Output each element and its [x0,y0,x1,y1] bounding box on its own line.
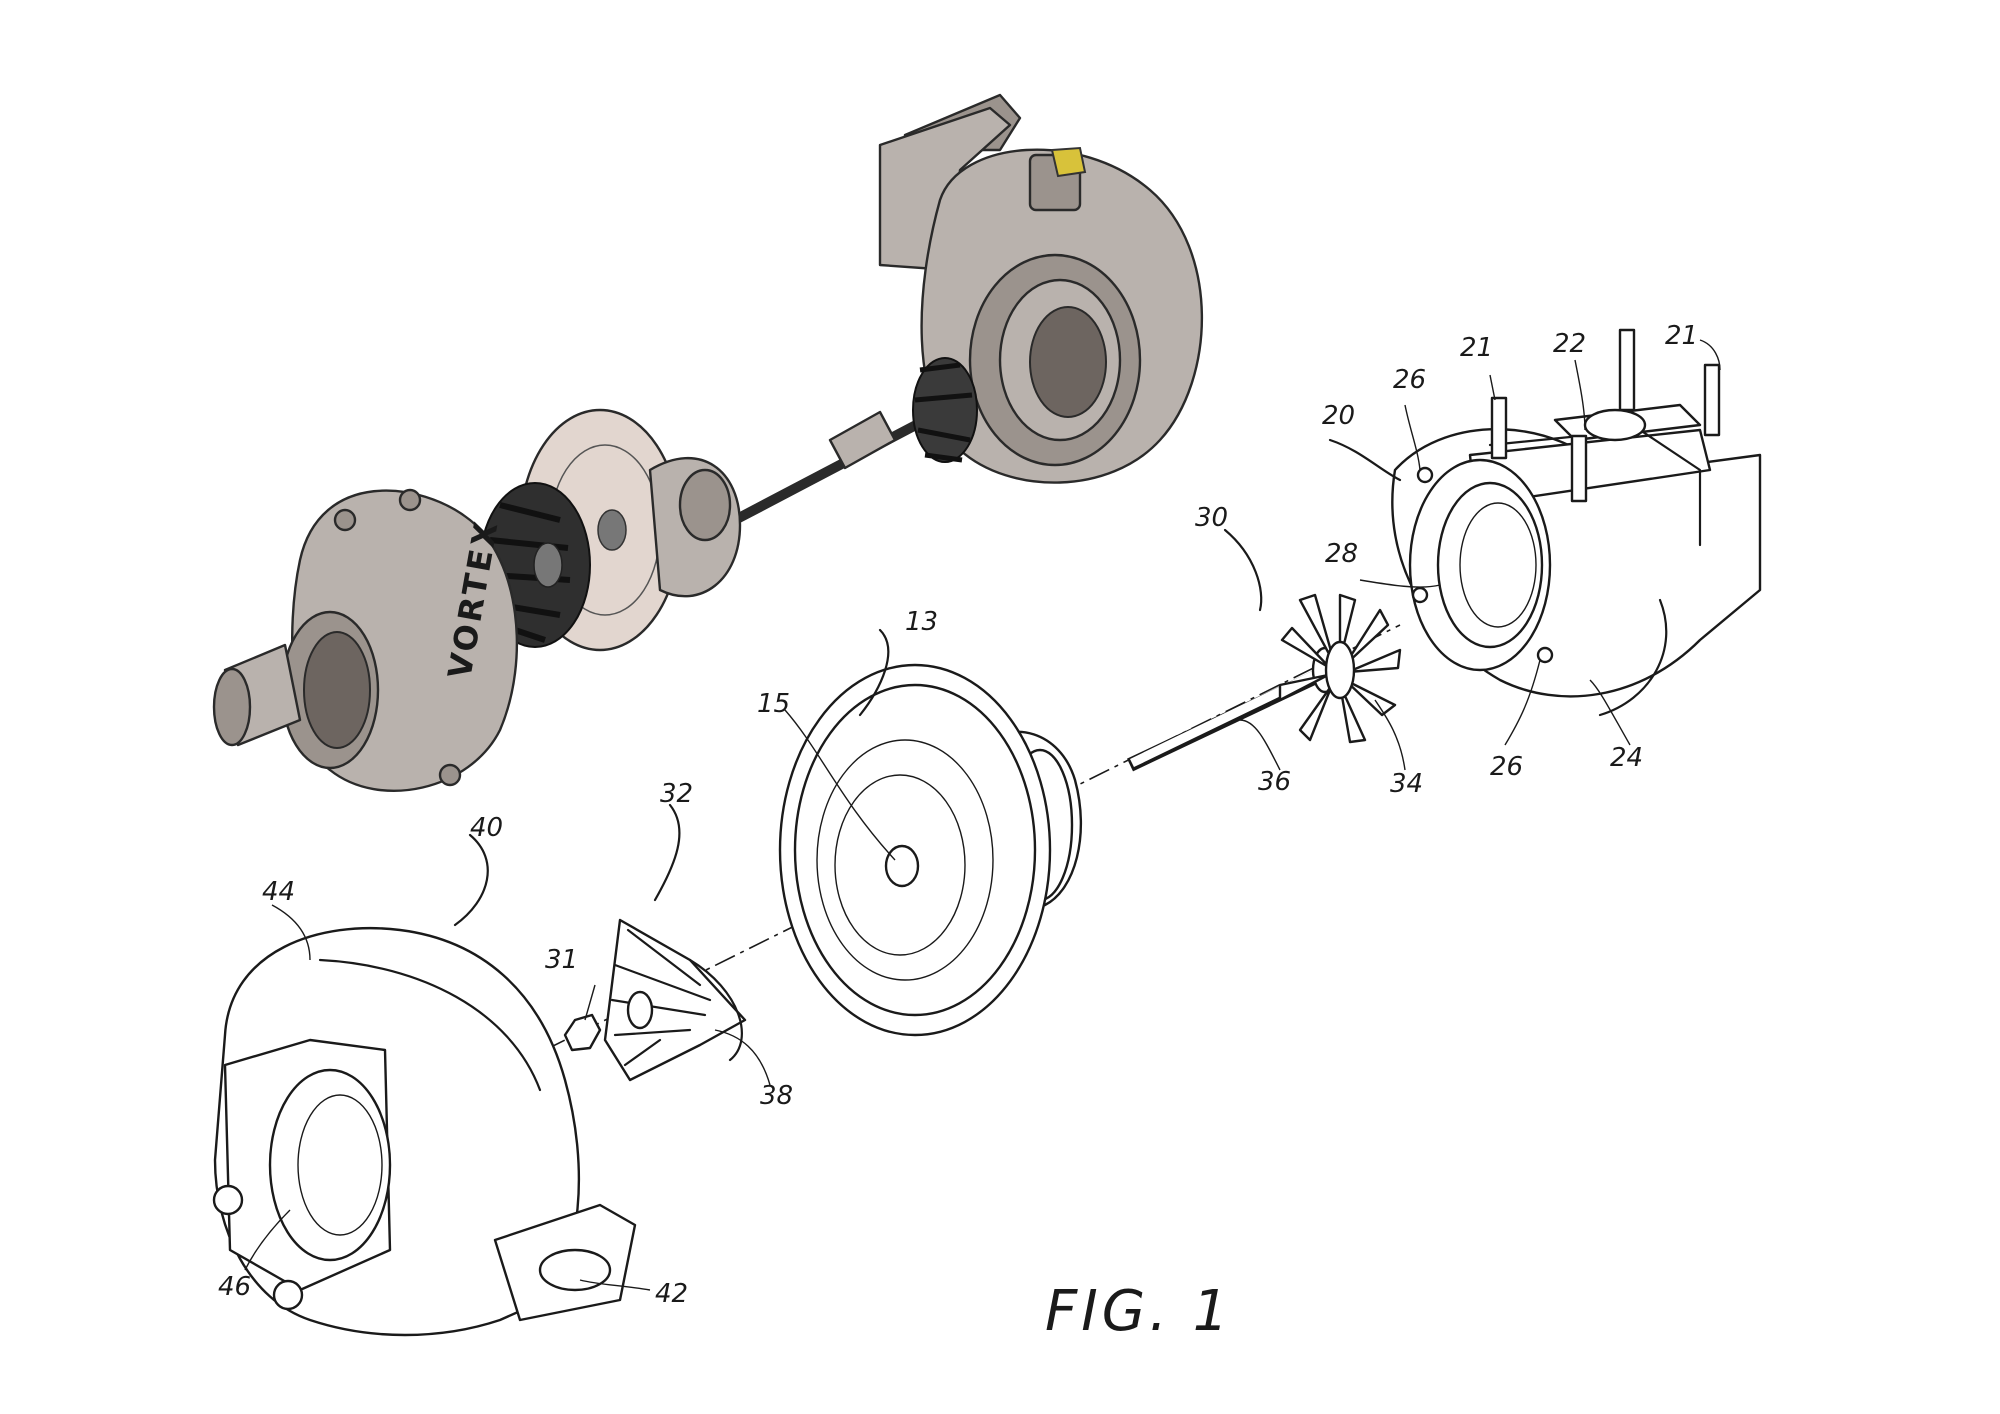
shaded-turbine-housing [878,93,1204,484]
turbine-wheel-blades [1278,593,1402,744]
center-housing-13 [778,663,1082,1037]
ref-38: 38 [760,1081,793,1111]
ref-30: 30 [1195,503,1228,533]
ref-22: 22 [1553,329,1586,359]
leader-lines [244,339,1721,1291]
turbine-wheel-shaft-30 [1127,593,1402,772]
ref-15: 15 [757,689,790,719]
ref-40: 40 [470,813,503,843]
ref-34: 34 [1390,769,1423,799]
ref-24: 24 [1610,743,1643,773]
ref-21-left: 21 [1460,333,1493,363]
ref-36: 36 [1258,767,1291,797]
ref-28: 28 [1325,539,1358,569]
shaded-compressor-housing: VORTEX [212,488,519,792]
shaded-turbine-wheel [912,357,978,463]
compressor-wheel-32 [563,918,747,1082]
turbine-housing-20 [1391,328,1762,717]
compressor-housing-40 [212,926,637,1337]
ref-44: 44 [262,877,295,907]
ref-21-right: 21 [1665,321,1698,351]
ref-13: 13 [905,607,938,637]
ref-26-top: 26 [1393,365,1426,395]
nut-31 [563,1013,602,1052]
ref-46: 46 [218,1272,251,1302]
ref-42: 42 [655,1279,688,1309]
ref-32: 32 [660,779,693,809]
ref-26-mid: 26 [1490,752,1523,782]
reference-numerals: 13 15 20 21 22 21 26 28 30 31 32 34 36 3… [218,321,1698,1309]
assembled-turbocharger: VORTEX [212,93,1204,792]
ref-20: 20 [1322,401,1355,431]
figure-caption: FIG. 1 [1045,1279,1232,1344]
ref-31: 31 [545,945,578,975]
